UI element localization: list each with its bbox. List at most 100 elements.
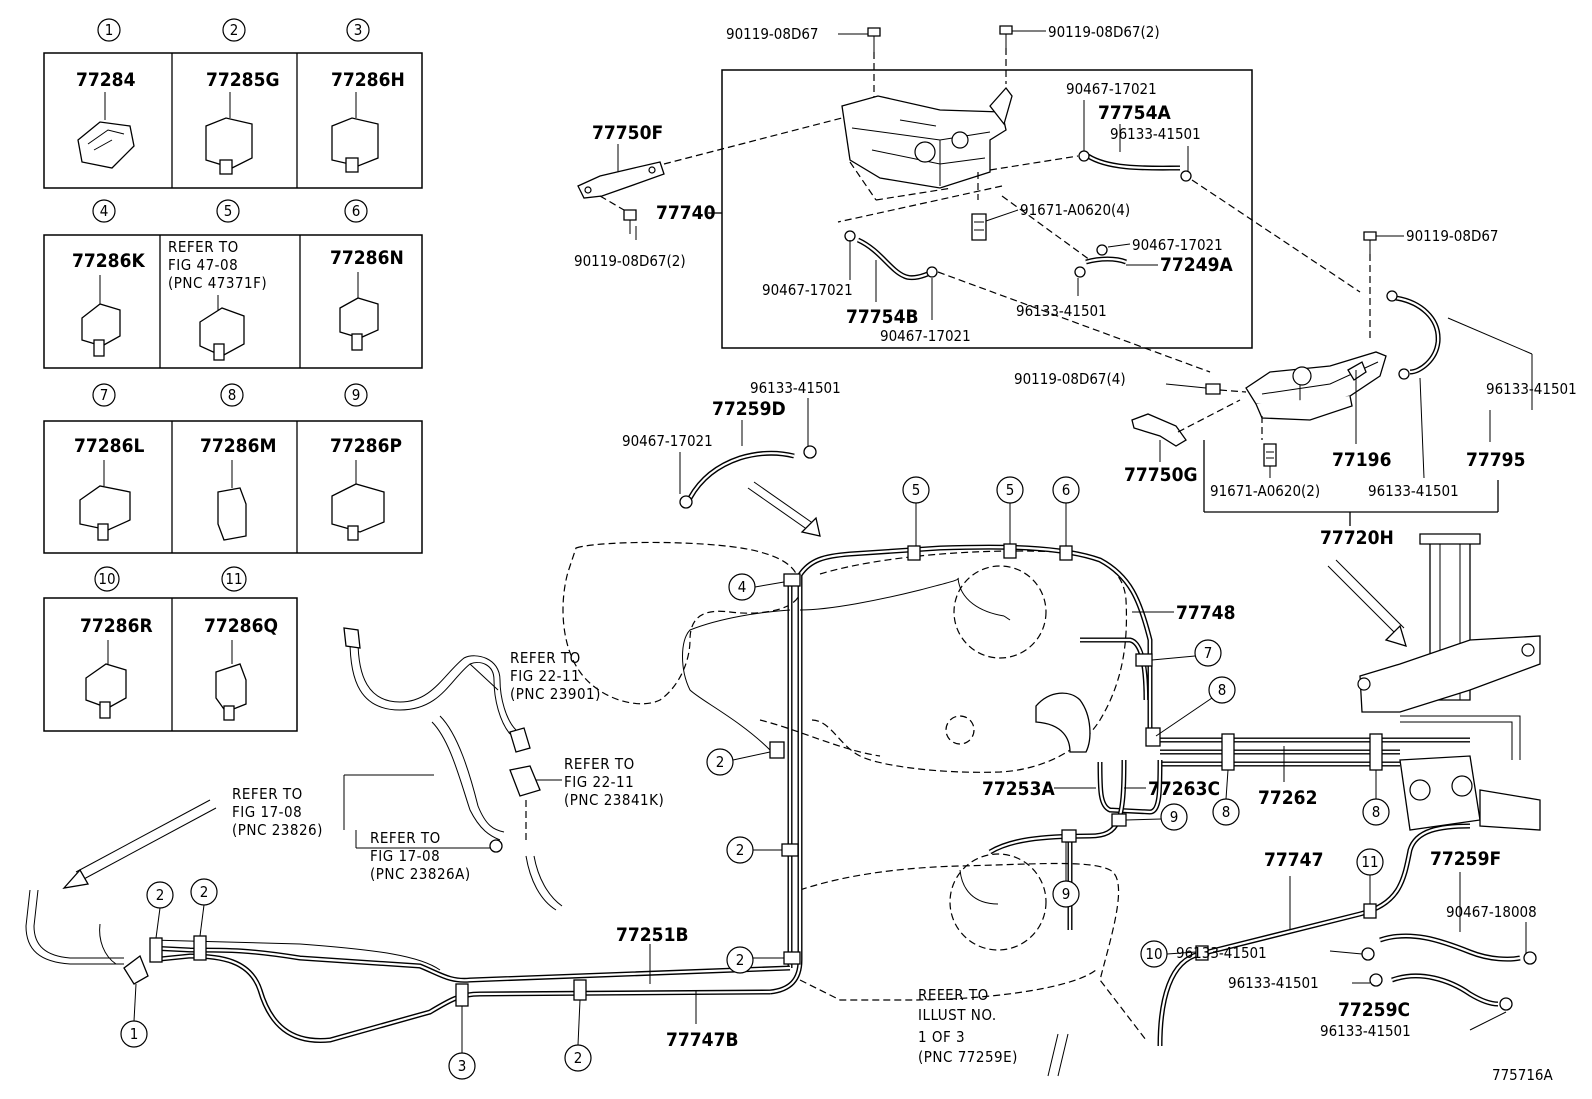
clip-index-8: 8 [220, 383, 244, 407]
svg-text:4: 4 [100, 202, 109, 220]
svg-text:10: 10 [98, 570, 115, 588]
clip-77286l-icon [79, 460, 131, 541]
callout-2b: 2 [726, 836, 754, 864]
hose-77249a-label: 77249A [1160, 254, 1233, 276]
reference-notes: REFER TO FIG 22-11 (PNC 23901) REFER TO … [62, 649, 1069, 1077]
clip-77286k-icon [81, 275, 121, 357]
clip-part-77286m: 77286M [200, 435, 276, 457]
clamp-259-3-label: 96133-41501 [1320, 1022, 1411, 1040]
bracket-77750f-icon [577, 161, 665, 199]
svg-text:8: 8 [1222, 803, 1231, 821]
svg-text:3: 3 [354, 21, 363, 39]
callout-5a: 5 [902, 476, 930, 504]
pipe-clip-2e [149, 937, 163, 963]
clip-index-9: 9 [344, 383, 368, 407]
clip-part-77286q: 77286Q [204, 615, 278, 637]
clip-index-3: 3 [346, 18, 370, 42]
pipe-clips [149, 543, 1383, 1007]
clamp-b-right-label: 90467-17021 [1132, 236, 1223, 254]
hose-77259c-label: 77259C [1338, 999, 1410, 1021]
clamp-icon [844, 230, 856, 242]
clip-part-77285g: 77285G [206, 69, 280, 91]
svg-text:2: 2 [736, 841, 745, 859]
svg-text:11: 11 [1361, 853, 1378, 871]
pipe-clip-5a [907, 545, 921, 561]
hose-77249a-icon [1085, 256, 1127, 265]
ref-23841k-line2: FIG 22-11 [564, 773, 634, 791]
callout-3: 3 [448, 1052, 476, 1080]
clamp-icon [1074, 266, 1086, 278]
hose-77259f-icon [1379, 933, 1521, 962]
callout-8a: 8 [1208, 676, 1236, 704]
rear-bracket-icon [1357, 533, 1541, 831]
ref-23901-line3: (PNC 23901) [510, 685, 601, 703]
callout-2c: 2 [726, 946, 754, 974]
callout-2a: 2 [706, 748, 734, 776]
svg-text:9: 9 [352, 386, 361, 404]
clip-part-77286p: 77286P [330, 435, 402, 457]
bracket-77750f-label: 77750F [592, 122, 663, 144]
svg-text:2: 2 [574, 1049, 583, 1067]
svg-text:2: 2 [156, 886, 165, 904]
bracket-77750g-icon [1131, 413, 1187, 447]
pipe-clip-9a [1111, 813, 1127, 827]
bolt-icon [971, 213, 987, 241]
clip-77286h-icon [331, 92, 379, 173]
callout-5b: 5 [996, 476, 1024, 504]
hose-77259f-label: 77259F [1430, 848, 1501, 870]
bolt-icon [999, 25, 1013, 48]
svg-text:2: 2 [716, 753, 725, 771]
clip-part-77286h: 77286H [331, 69, 405, 91]
pipe-clip-2f [193, 935, 207, 961]
pipe-clip-4 [783, 573, 801, 587]
svg-text:1: 1 [130, 1025, 139, 1043]
bracket-77750f-bolt: 90119-08D67(2) [574, 252, 686, 270]
ref-illust-line4: (PNC 77259E) [918, 1048, 1018, 1066]
bolt-icon [623, 209, 637, 234]
assembly-77720h-label: 77720H [1320, 527, 1394, 549]
ref-23826-line1: REFER TO [232, 785, 303, 803]
callout-9a: 9 [1160, 803, 1188, 831]
svg-text:10: 10 [1145, 945, 1162, 963]
clip-part-77284: 77284 [76, 69, 136, 91]
clip-47371f-icon [199, 295, 245, 361]
pipe-clip-2a [781, 843, 799, 857]
callout-6: 6 [1052, 476, 1080, 504]
callout-2e: 2 [146, 881, 174, 909]
clamp-icon [1096, 244, 1108, 256]
bottom-right-hoses: 77259F 90467-18008 96133-41501 96133-415… [1176, 848, 1537, 1040]
pipe-clip-9b [1061, 829, 1077, 843]
pipe-clip-6 [1059, 545, 1073, 561]
hose-77259c-icon [1391, 973, 1499, 1007]
svg-text:9: 9 [1062, 885, 1071, 903]
clamp-icon [1386, 290, 1398, 302]
ref-illust-line1: REFER TO [918, 986, 989, 1004]
pipe-77251b-label: 77251B [616, 924, 689, 946]
ref-23826a-line1: REFER TO [370, 829, 441, 847]
svg-text:8: 8 [1218, 681, 1227, 699]
callout-2f: 2 [190, 878, 218, 906]
svg-text:6: 6 [1062, 481, 1071, 499]
pipe-77747-label: 77747 [1264, 849, 1323, 871]
clip-index-2: 2 [222, 18, 246, 42]
canister-assembly: 90119-08D67 90119-08D67(2) 77750F [574, 23, 1361, 373]
canister-77740-label: 77740 [656, 202, 716, 224]
clip-5-ref-line3: (PNC 47371F) [168, 274, 267, 292]
diagram-callouts: 5 5 6 4 7 8 8 8 9 9 2 2 2 2 3 2 2 1 11 [120, 476, 1390, 1080]
bracket-77750g-label: 77750G [1124, 464, 1198, 486]
pipe-clip-2b [783, 951, 801, 965]
clamp-259-1-label: 96133-41501 [1176, 944, 1267, 962]
canister-right-icon [1245, 351, 1387, 421]
pipe-labels: 77748 77262 77253A 77263C 77251B 77747B … [616, 602, 1323, 1051]
canister-bolt-top-left: 90119-08D67 [726, 25, 819, 43]
clamp-b-mid-label: 96133-41501 [1016, 302, 1107, 320]
canister-77740-icon [841, 86, 1013, 189]
right-bolt-bottom: 91671-A0620(2) [1210, 482, 1320, 500]
clamp-259f-label: 90467-18008 [1446, 903, 1537, 921]
pipe-clip-10 [1195, 945, 1209, 961]
right-clamp-label: 96133-41501 [1486, 380, 1577, 398]
clip-part-77286l: 77286L [74, 435, 144, 457]
right-clamp-bottom: 96133-41501 [1368, 482, 1459, 500]
callout-8b: 8 [1212, 798, 1240, 826]
